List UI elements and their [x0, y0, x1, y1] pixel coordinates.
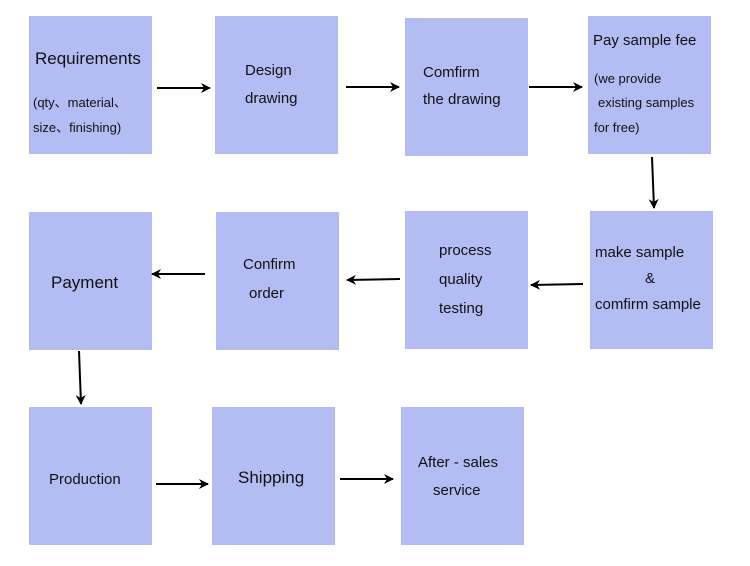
process-line-3: testing	[439, 300, 484, 317]
design-line-2: drawing	[245, 90, 298, 107]
step-confirm-drawing: Comfirm the drawing	[405, 18, 528, 156]
step-confirm-order: Confirm order	[216, 212, 339, 350]
step-production: Production	[29, 407, 152, 545]
process-line-2: quality	[439, 271, 483, 288]
make-sample-line-2: &	[645, 270, 656, 287]
requirements-detail-1: (qty、material、	[33, 95, 127, 110]
arrow-process-to-confirm-order	[346, 274, 401, 285]
requirements-title: Requirements	[35, 49, 141, 68]
arrow-payment-to-production	[75, 350, 86, 405]
confirm-drawing-line-2: the drawing	[423, 91, 501, 108]
step-process-quality-testing: process quality testing	[405, 211, 528, 349]
confirm-order-line-2: order	[249, 285, 285, 302]
shipping-label: Shipping	[238, 468, 305, 487]
step-shipping: Shipping	[212, 407, 335, 545]
step-make-sample: make sample & comfirm sample	[590, 211, 713, 349]
pay-fee-line-3: for free)	[594, 120, 640, 135]
step-requirements: Requirements (qty、material、 size、finishi…	[29, 16, 152, 154]
pay-fee-line-1: (we provide	[594, 71, 662, 86]
pay-fee-title: Pay sample fee	[593, 32, 697, 49]
confirm-drawing-line-1: Comfirm	[423, 64, 480, 81]
confirm-order-line-1: Confirm	[243, 256, 296, 273]
step-after-sales: After - sales service	[401, 407, 524, 545]
production-label: Production	[49, 471, 121, 488]
arrow-pay-to-make-sample	[648, 156, 659, 209]
step-pay-sample-fee: Pay sample fee (we provide existing samp…	[588, 16, 711, 154]
step-payment: Payment	[29, 212, 152, 350]
pay-fee-line-2: existing samples	[598, 95, 695, 110]
make-sample-line-3: comfirm sample	[595, 296, 701, 313]
after-sales-line-1: After - sales	[418, 454, 499, 471]
process-line-1: process	[439, 242, 492, 259]
after-sales-line-2: service	[433, 482, 481, 499]
step-design-drawing: Design drawing	[215, 16, 338, 154]
make-sample-line-1: make sample	[595, 244, 685, 261]
requirements-detail-2: size、finishing)	[33, 120, 122, 135]
arrow-make-sample-to-process	[530, 279, 584, 290]
design-line-1: Design	[245, 62, 292, 79]
payment-label: Payment	[51, 273, 119, 292]
